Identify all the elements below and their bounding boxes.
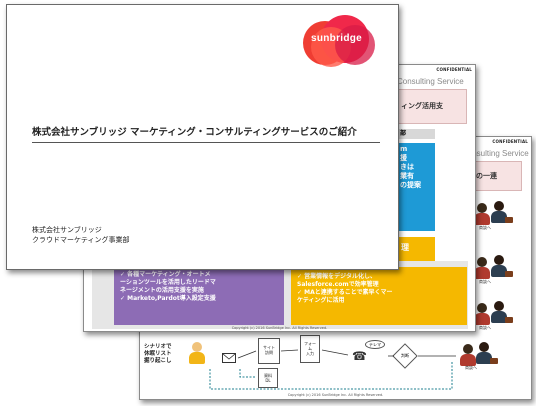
purple-panel: ✓ 各種マーケティング・オートメ ーションツールを活用したリードマ ネージメント…: [114, 267, 284, 325]
person-icon: [491, 301, 507, 323]
briefcase-icon: [505, 317, 513, 323]
section-bar: 部: [397, 129, 435, 139]
blue-panel: m 援 きは 業有 の提案: [397, 143, 435, 231]
flow-telemarketing-bubble: テレマ: [365, 340, 385, 349]
person-icon: [189, 342, 205, 364]
mail-icon: [222, 353, 236, 363]
person-label: 商談へ: [479, 325, 491, 330]
person-label: 商談へ: [465, 365, 477, 370]
pink-title-box: ィング活用支: [397, 89, 467, 124]
slide-header: Consulting Service: [462, 149, 529, 158]
page-title: 株式会社サンブリッジ マーケティング・コンサルティングサービスのご紹介: [32, 127, 357, 138]
person-icon: [476, 342, 492, 364]
pink-title: ィング活用支: [401, 102, 443, 110]
title-divider: [32, 142, 380, 143]
flow-left-label: シナリオで 休眠リスト 掘り起こし: [144, 344, 172, 364]
yellow-header: 理: [395, 237, 435, 261]
confidential-label: CONFIDENTIAL: [492, 139, 528, 144]
person-icon: [460, 344, 476, 366]
section-label: 部: [400, 130, 407, 137]
flow-judge-label: 判断: [401, 353, 409, 358]
person-icon: [491, 255, 507, 277]
logo-text: sunbridge: [311, 33, 363, 44]
copyright: Copyright (c) 2016 SunBridge Inc. All Ri…: [287, 393, 384, 397]
slide-front: sunbridge 株式会社サンブリッジ マーケティング・コンサルティングサービ…: [6, 4, 399, 270]
briefcase-icon: [490, 358, 498, 364]
confidential-label: CONFIDENTIAL: [436, 67, 472, 72]
flow-arrows: [209, 349, 456, 390]
slide-header: Consulting Service: [397, 77, 464, 86]
person-icon: [491, 201, 507, 223]
flow-box-form: フォーム入力: [300, 335, 320, 363]
department-name: クラウドマーケティング事業部: [32, 236, 130, 244]
yellow-panel: ✓ 営業情報をデジタル化し、 Salesforce.comで効率管理 ✓ MAと…: [291, 267, 467, 325]
briefcase-icon: [505, 217, 513, 223]
person-icon: [474, 257, 490, 279]
person-icon: [474, 203, 490, 225]
person-label: 商談へ: [479, 279, 491, 284]
person-icon: [474, 303, 490, 325]
copyright: Copyright (c) 2016 SunBridge Inc. All Ri…: [231, 326, 328, 330]
pink-title: グの一連: [469, 172, 497, 180]
briefcase-icon: [505, 271, 513, 277]
company-name: 株式会社サンブリッジ: [32, 226, 102, 234]
flow-box-site: サイト訪問: [258, 338, 280, 364]
sunbridge-logo: [303, 15, 379, 69]
person-label: 商談へ: [479, 225, 491, 230]
company-block: 株式会社サンブリッジ クラウドマーケティング事業部: [32, 225, 129, 245]
phone-icon: ☎: [352, 349, 367, 363]
